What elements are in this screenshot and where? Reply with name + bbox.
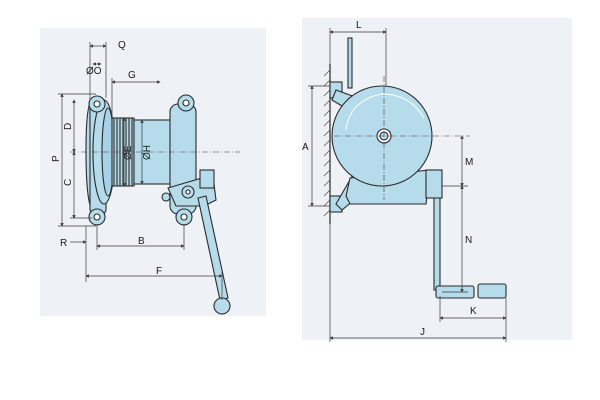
dim-label-f: F bbox=[156, 266, 162, 277]
bottom-right-eye-hole bbox=[180, 213, 188, 221]
side-view-dimensions bbox=[308, 28, 507, 342]
side-view bbox=[329, 37, 507, 299]
dim-label-k: K bbox=[470, 306, 477, 317]
dim-label-j: J bbox=[420, 327, 425, 338]
crank-knob bbox=[213, 297, 231, 315]
dim-label-l: L bbox=[356, 20, 362, 31]
top-right-eye-hole bbox=[182, 99, 190, 107]
dim-label-a: A bbox=[302, 142, 309, 153]
dim-label-n: N bbox=[465, 235, 472, 246]
dim-label-r: R bbox=[60, 238, 67, 249]
dim-label-p: P bbox=[51, 155, 62, 162]
small-pivot bbox=[161, 192, 171, 202]
dim-label-g: G bbox=[128, 70, 136, 81]
dim-label-e: ØE bbox=[123, 145, 134, 160]
crank-handle-grip-b bbox=[477, 283, 507, 299]
dim-label-o: ØO bbox=[86, 66, 102, 77]
pawl-box bbox=[199, 169, 215, 189]
dim-label-m: M bbox=[465, 157, 473, 168]
front-view bbox=[85, 94, 231, 315]
dim-label-q: Q bbox=[118, 40, 126, 51]
front-view-dimensions bbox=[58, 42, 223, 300]
crank-shaft bbox=[433, 197, 441, 291]
wall-mount bbox=[323, 64, 331, 224]
dim-label-c: C bbox=[63, 179, 74, 186]
dim-label-d: D bbox=[63, 123, 74, 130]
brake-hub-bolt bbox=[185, 189, 191, 195]
dim-label-b: B bbox=[138, 236, 145, 247]
rope-guide-post bbox=[347, 37, 353, 89]
dim-label-h: ØH bbox=[142, 145, 153, 160]
gear-box bbox=[425, 169, 443, 199]
crank-arm bbox=[197, 195, 229, 301]
top-left-eye-hole bbox=[93, 100, 101, 108]
bottom-left-eye-hole bbox=[93, 213, 101, 221]
disc-highlight bbox=[345, 93, 425, 131]
